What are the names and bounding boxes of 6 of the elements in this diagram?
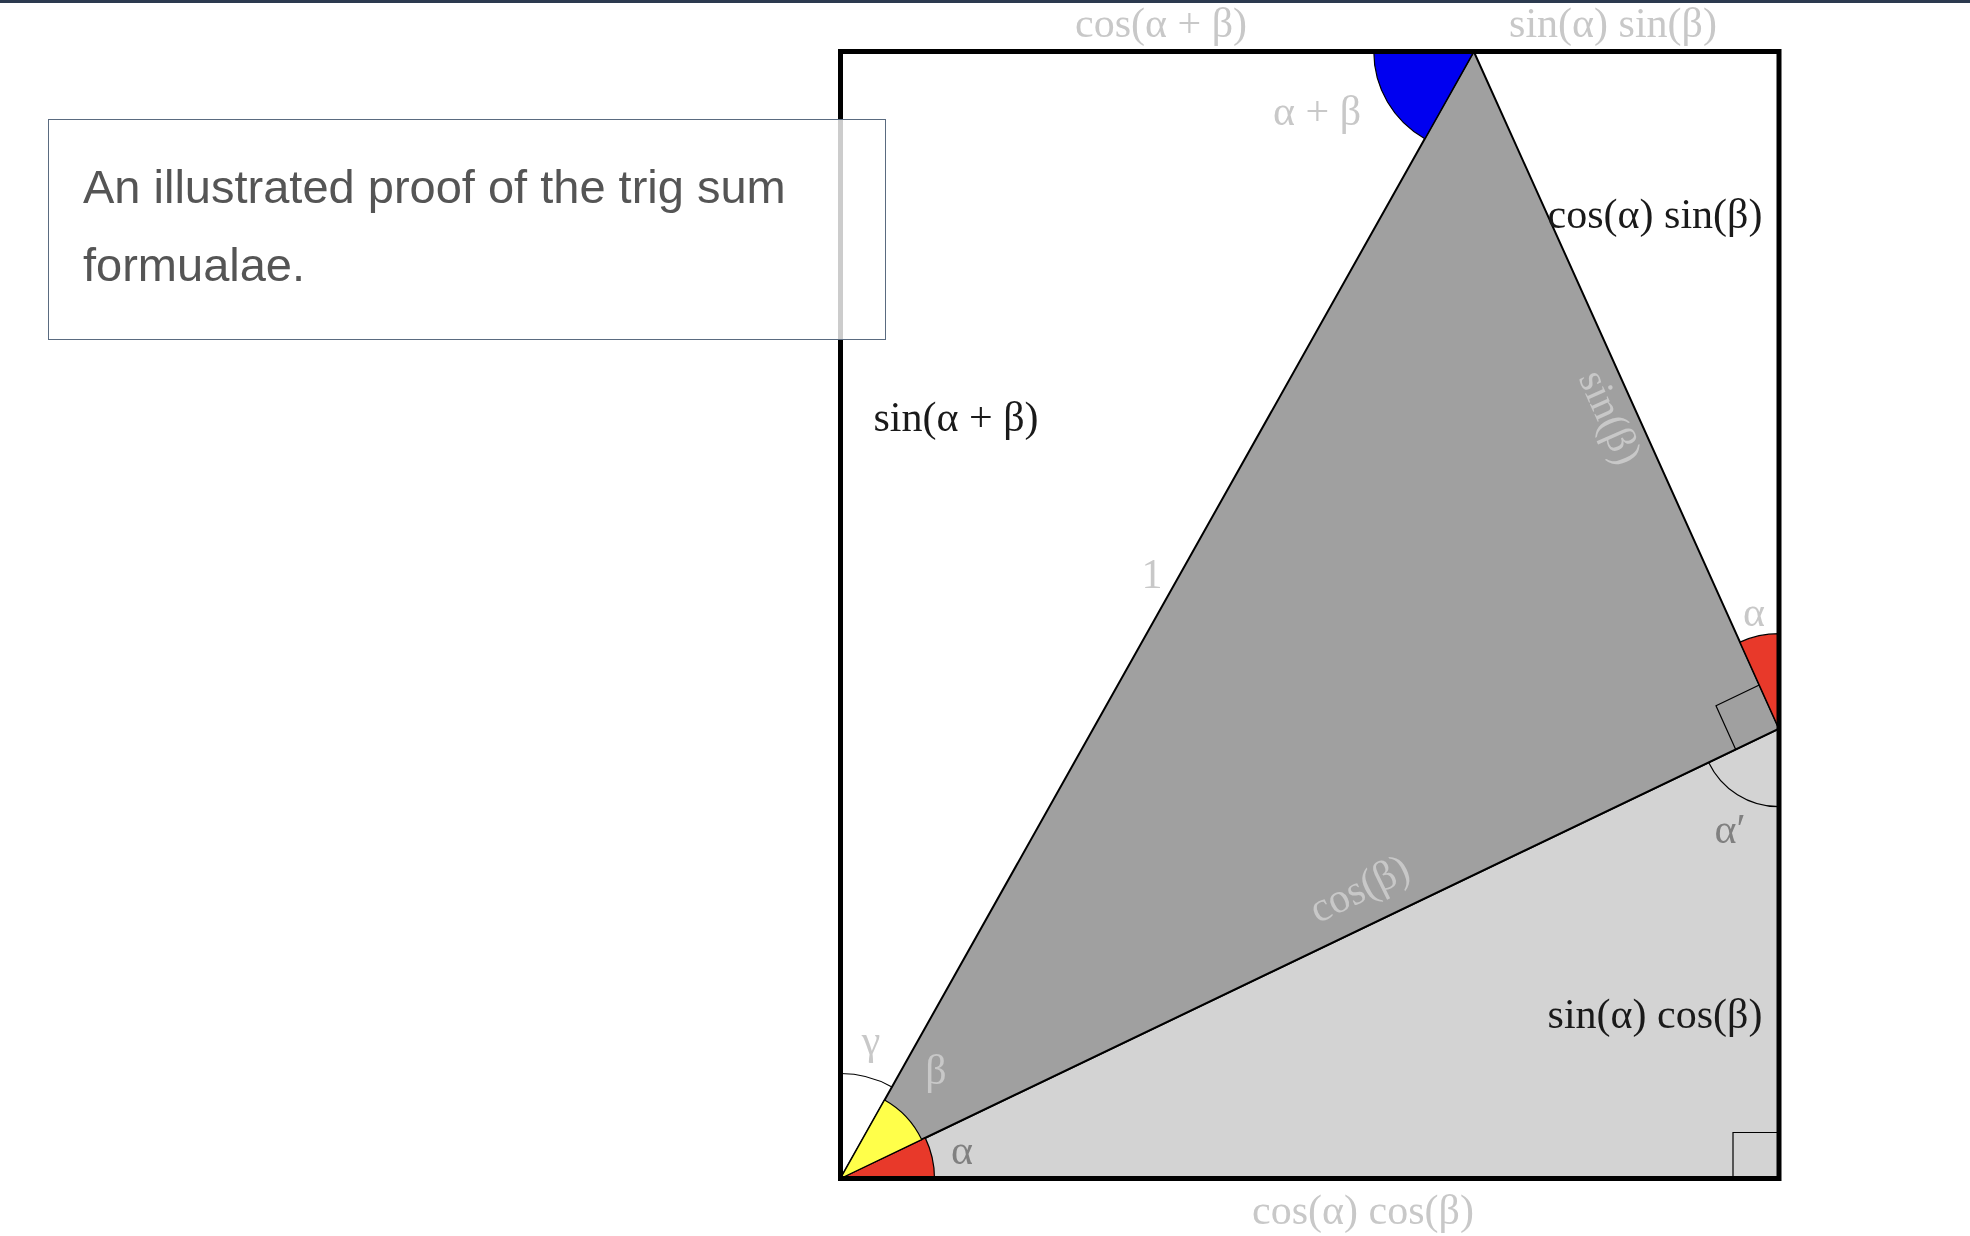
side-label: cos(α) sin(β)	[1547, 191, 1763, 237]
side-label: sin(α) cos(β)	[1547, 991, 1763, 1037]
angle-label: α	[951, 1127, 973, 1173]
angle-label: α′	[1714, 806, 1746, 852]
side-label: sin(α + β)	[873, 394, 1039, 440]
caption-box: An illustrated proof of the trig sum formualae.	[48, 119, 886, 340]
